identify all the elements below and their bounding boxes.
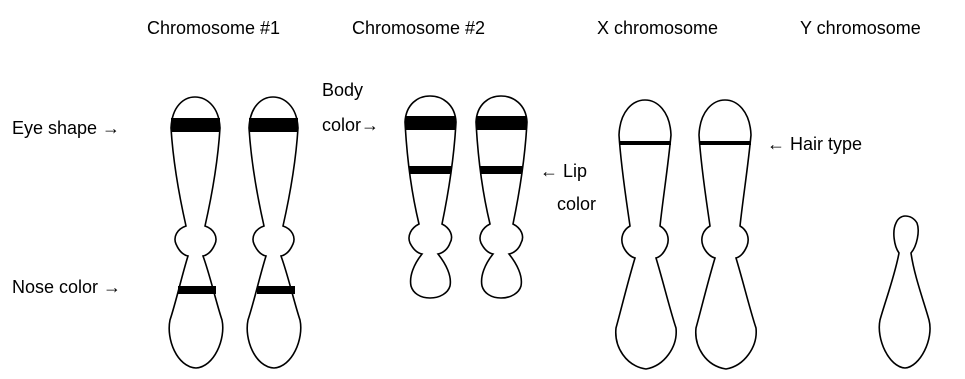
body-color-band-2-right: [476, 116, 527, 130]
eye-shape-band-1-right: [249, 118, 298, 132]
nose-color-band-1-left: [178, 286, 216, 294]
hair-type-band-x-right: [699, 141, 751, 145]
lip-color-band-2-right: [480, 166, 522, 174]
y-chromosome-outline: [879, 216, 930, 368]
hair-type-band-x-left: [619, 141, 671, 145]
y-chromosome: [879, 216, 930, 368]
eye-shape-band-1-left: [171, 118, 220, 132]
body-color-band-2-left: [405, 116, 456, 130]
chromosome-1-right-outline: [247, 97, 301, 368]
chromosome-1-right: [247, 97, 301, 368]
x-chromosome-left-outline: [616, 100, 676, 369]
chromosome-1-left-outline: [169, 97, 223, 368]
x-chromosome-right-outline: [696, 100, 756, 369]
nose-color-band-1-right: [257, 286, 295, 294]
x-chromosome-left: [616, 100, 676, 369]
chromosome-1-left: [169, 97, 223, 368]
lip-color-band-2-left: [409, 166, 451, 174]
x-chromosome-right: [696, 100, 756, 369]
chromosome-2-right: [476, 96, 527, 298]
chromosome-2-left: [405, 96, 456, 298]
